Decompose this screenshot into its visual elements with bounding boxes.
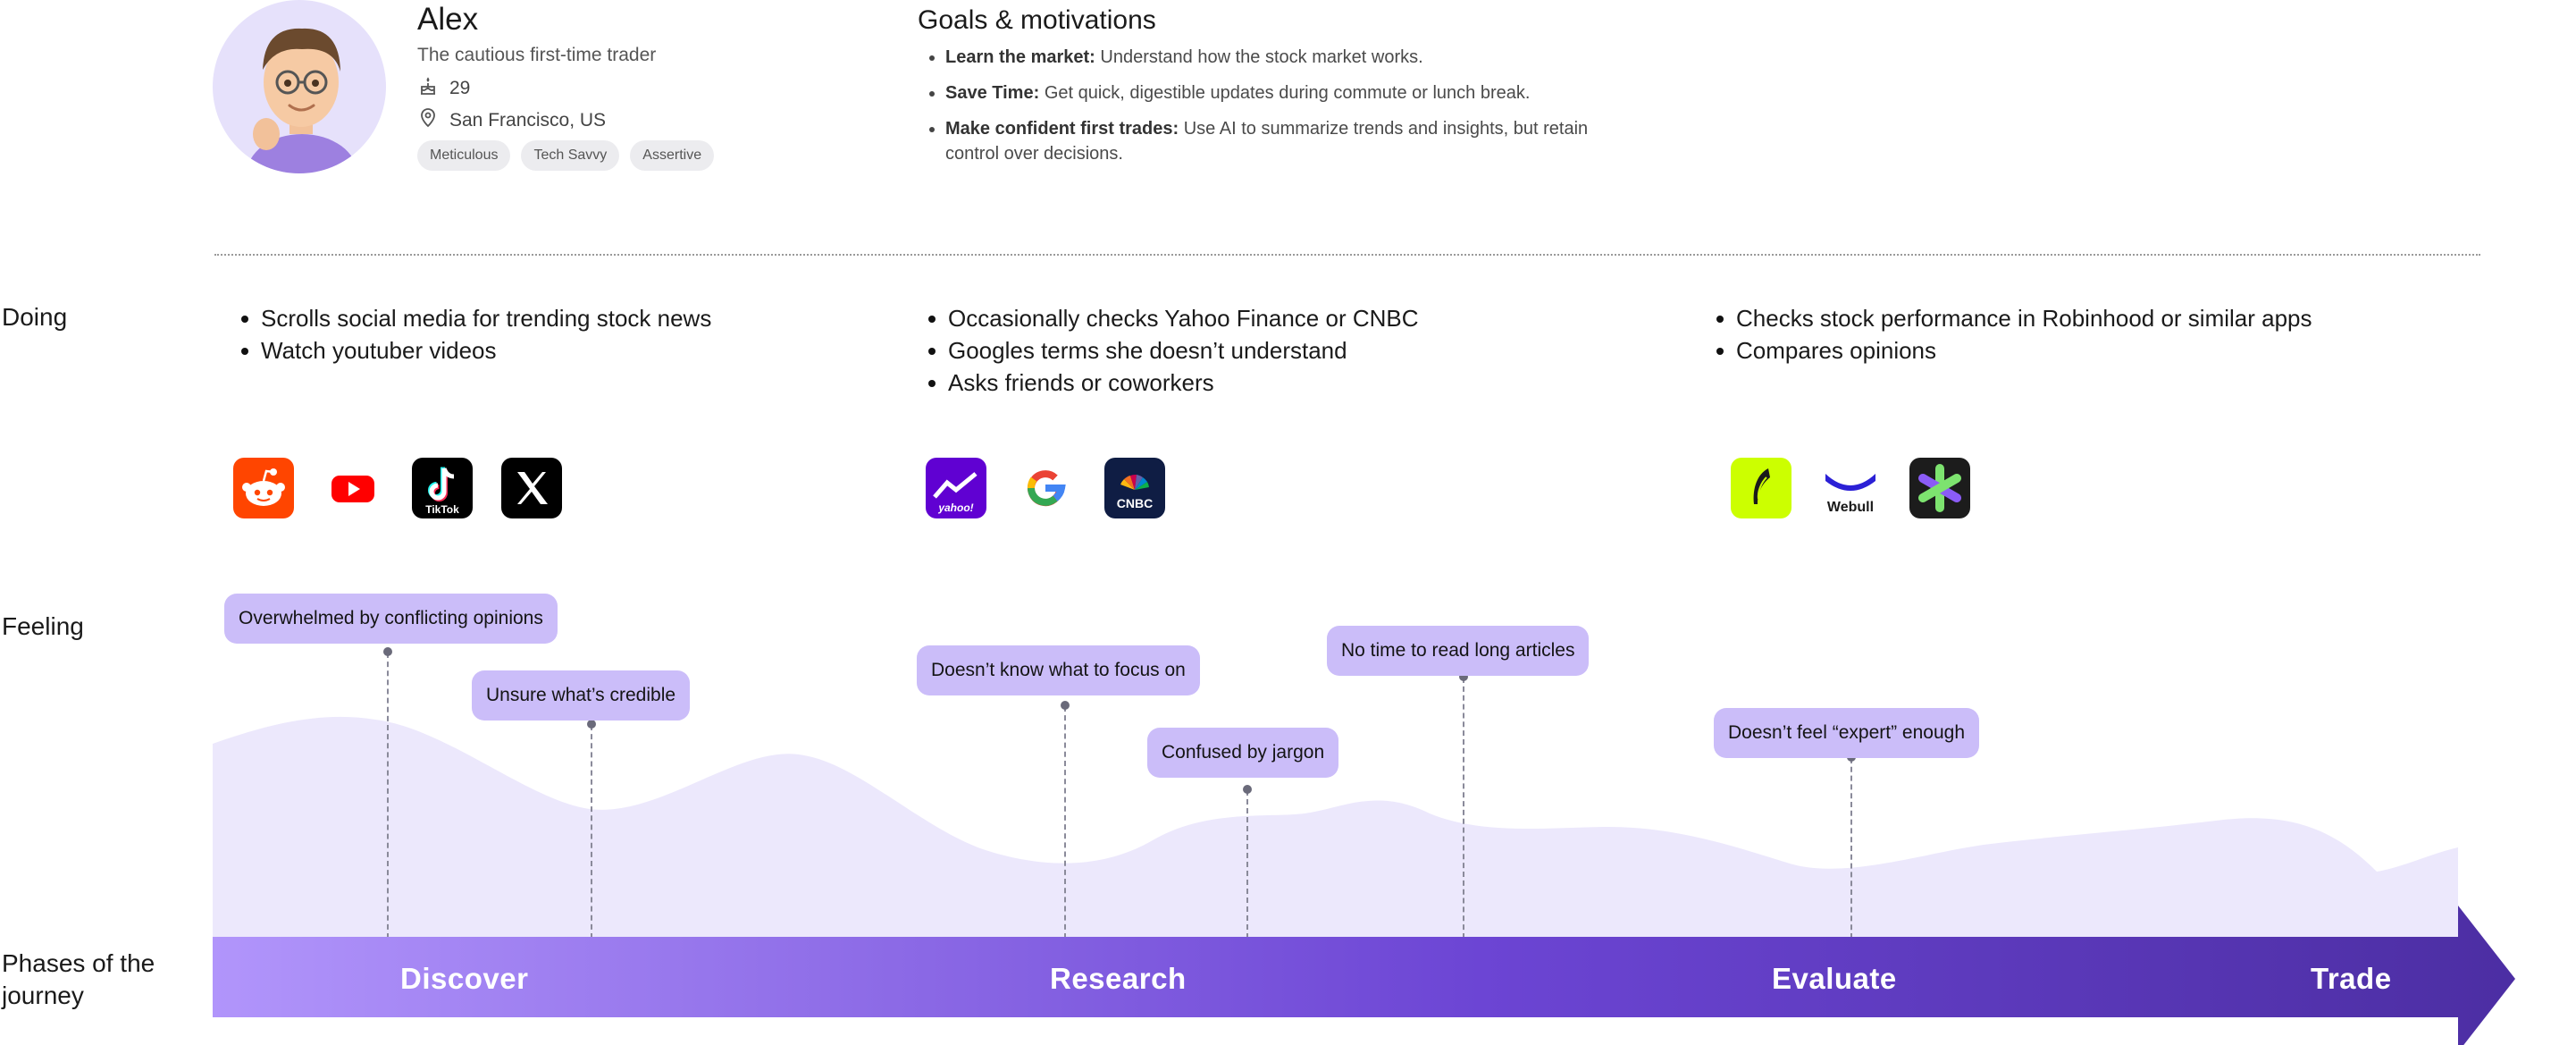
feeling-bubble: Unsure what’s credible bbox=[472, 670, 691, 721]
avatar bbox=[213, 0, 386, 173]
goals-list: Learn the market: Understand how the sto… bbox=[929, 45, 1608, 177]
persona-name: Alex bbox=[417, 2, 479, 37]
doing-list-discover: Scrolls social media for trending stock … bbox=[239, 302, 711, 367]
list-item: Asks friends or coworkers bbox=[927, 367, 1419, 399]
doing-list-evaluate: Checks stock performance in Robinhood or… bbox=[1715, 302, 2312, 367]
cnbc-wordmark: CNBC bbox=[1117, 496, 1153, 510]
reddit-icon bbox=[233, 458, 294, 518]
persona-location: San Francisco, US bbox=[417, 107, 606, 134]
yahoo-finance-icon: yahoo! bbox=[926, 458, 986, 518]
cake-icon bbox=[417, 75, 439, 102]
goal-item: Save Time: Get quick, digestible updates… bbox=[929, 80, 1608, 105]
goal-text: Understand how the stock market works. bbox=[1100, 47, 1423, 67]
phase-discover: Discover bbox=[400, 962, 529, 995]
webull-icon: Webull bbox=[1820, 458, 1881, 518]
goal-item: Make confident first trades: Use AI to s… bbox=[929, 116, 1608, 166]
goal-label: Learn the market: bbox=[945, 47, 1095, 67]
persona-location-value: San Francisco, US bbox=[449, 110, 607, 131]
feeling-bubble: No time to read long articles bbox=[1327, 626, 1590, 676]
connector-line bbox=[1064, 706, 1066, 939]
connector-dot bbox=[1061, 701, 1070, 710]
goal-text: Use AI to summarize trends and insights,… bbox=[945, 119, 1589, 164]
connector-line bbox=[1246, 790, 1248, 939]
tiktok-icon: TikTok bbox=[412, 458, 473, 518]
goal-text: Get quick, digestible updates during com… bbox=[1044, 83, 1531, 103]
phase-trade: Trade bbox=[2311, 962, 2392, 995]
row-label-doing: Doing bbox=[2, 303, 68, 331]
phase-research: Research bbox=[1050, 962, 1187, 995]
connector-line bbox=[1463, 678, 1464, 939]
tag: Assertive bbox=[630, 140, 715, 171]
persona-age-value: 29 bbox=[449, 78, 471, 98]
connector-dot bbox=[1243, 785, 1252, 794]
section-divider bbox=[214, 254, 2480, 256]
connector-line bbox=[1850, 758, 1852, 939]
feeling-bubble: Doesn’t know what to focus on bbox=[917, 645, 1200, 695]
cnbc-icon: CNBC bbox=[1104, 458, 1165, 518]
tag: Tech Savvy bbox=[521, 140, 620, 171]
location-pin-icon bbox=[417, 107, 439, 134]
persona-age: 29 bbox=[417, 75, 470, 102]
goal-label: Make confident first trades: bbox=[945, 119, 1179, 139]
list-item: Occasionally checks Yahoo Finance or CNB… bbox=[927, 302, 1419, 334]
x-icon bbox=[501, 458, 562, 518]
connector-dot bbox=[383, 647, 392, 656]
robinhood-icon bbox=[1731, 458, 1791, 518]
goal-item: Learn the market: Understand how the sto… bbox=[929, 45, 1608, 70]
list-item: Compares opinions bbox=[1715, 334, 2312, 367]
google-icon bbox=[1015, 458, 1076, 518]
connector-line bbox=[591, 725, 592, 939]
doing-list-research: Occasionally checks Yahoo Finance or CNB… bbox=[927, 302, 1419, 399]
phase-evaluate: Evaluate bbox=[1772, 962, 1897, 995]
goal-label: Save Time: bbox=[945, 83, 1040, 103]
connector-dot bbox=[587, 720, 596, 729]
feeling-bubble: Overwhelmed by conflicting opinions bbox=[224, 594, 558, 644]
persona-subtitle: The cautious first-time trader bbox=[417, 45, 657, 65]
webull-wordmark: Webull bbox=[1827, 500, 1874, 515]
list-item: Checks stock performance in Robinhood or… bbox=[1715, 302, 2312, 334]
persona-tags: Meticulous Tech Savvy Assertive bbox=[417, 140, 715, 171]
connector-dot bbox=[1459, 672, 1468, 681]
row-label-feeling: Feeling bbox=[2, 612, 84, 640]
goals-title: Goals & motivations bbox=[918, 5, 1156, 35]
tag: Meticulous bbox=[417, 140, 511, 171]
feeling-bubble: Doesn’t feel “expert” enough bbox=[1714, 708, 1979, 758]
feeling-bubble: Confused by jargon bbox=[1147, 728, 1339, 778]
tiktok-wordmark: TikTok bbox=[425, 503, 459, 516]
list-item: Scrolls social media for trending stock … bbox=[239, 302, 711, 334]
yahoo-wordmark: yahoo! bbox=[937, 501, 973, 514]
list-item: Googles terms she doesn’t understand bbox=[927, 334, 1419, 367]
youtube-icon bbox=[323, 458, 383, 518]
etrade-icon bbox=[1909, 458, 1970, 518]
list-item: Watch youtuber videos bbox=[239, 334, 711, 367]
row-label-phases: Phases of the journey bbox=[2, 949, 155, 1009]
connector-line bbox=[387, 653, 389, 939]
